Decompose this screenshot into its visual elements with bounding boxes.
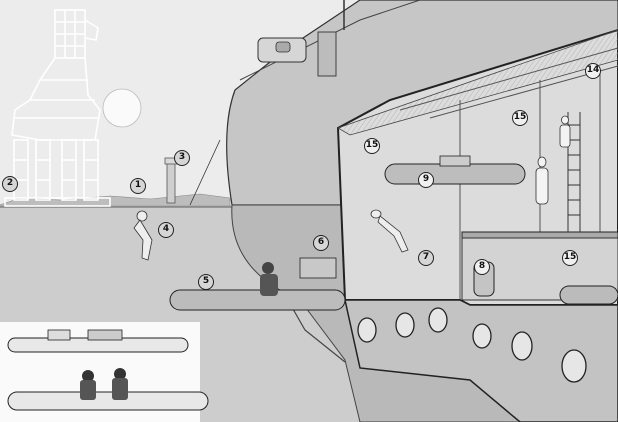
deck-hatch-door (275, 41, 291, 53)
tow-line (189, 139, 221, 206)
callout-15-lower: 15 (562, 250, 578, 266)
callout-7: 7 (418, 250, 434, 266)
chariot-schematic-inset (0, 322, 209, 422)
chariot-main (169, 257, 346, 311)
diver-inside (370, 209, 409, 253)
callout-2: 2 (2, 176, 18, 192)
callout-6: 6 (313, 235, 329, 251)
callout-15-ceiling: 15 (512, 110, 528, 126)
crew-figures (535, 115, 571, 205)
lighthouse (166, 162, 176, 204)
callout-1: 1 (130, 178, 146, 194)
callout-9: 9 (418, 172, 434, 188)
chariot-lower-right (559, 285, 618, 305)
callout-8: 8 (474, 259, 490, 275)
callout-15-left: 15 (364, 138, 380, 154)
callout-4: 4 (158, 222, 174, 238)
moon (102, 88, 142, 128)
portholes (357, 307, 587, 383)
hull-cutaway-ceiling (337, 29, 618, 136)
trojan-horse-outline (4, 9, 111, 207)
callout-3: 3 (174, 150, 190, 166)
callout-14: 14 (585, 63, 601, 79)
callout-5: 5 (198, 274, 214, 290)
mid-deck (461, 231, 618, 239)
diver-swimmer (133, 210, 153, 261)
deck-crane (317, 31, 337, 77)
